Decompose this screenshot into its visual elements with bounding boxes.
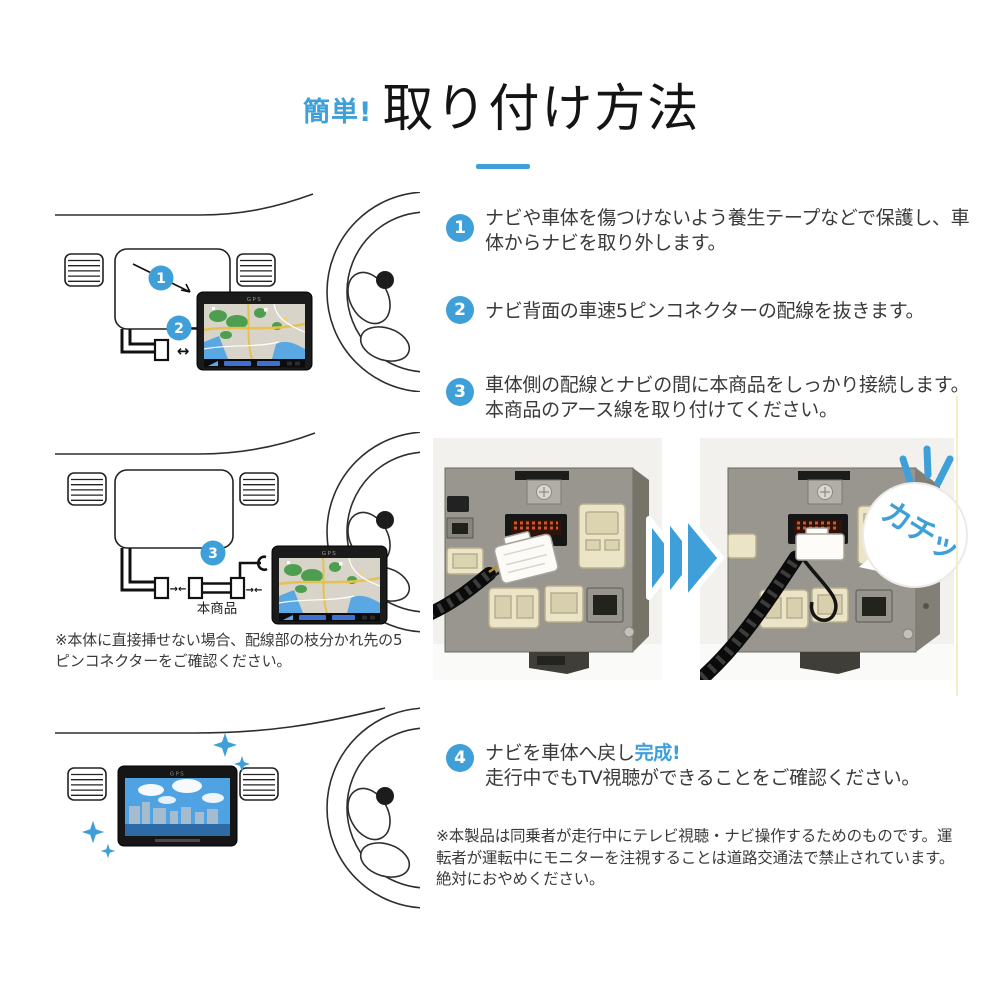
click-sound-bubble: カチッ <box>859 445 968 588</box>
progress-chevrons-icon <box>646 512 724 604</box>
white-plug <box>493 530 559 584</box>
left-vent <box>67 767 107 801</box>
tv-screen <box>125 778 230 836</box>
step-4-text: ナビを車体へ戻し完成!走行中でもTV視聴ができることをご確認ください。 <box>485 741 985 790</box>
cable-and-plug <box>433 530 559 620</box>
illus-badge-1: 1 <box>148 265 174 291</box>
right-vent <box>236 253 276 287</box>
dashboard-curve <box>55 707 386 734</box>
harness-wires <box>120 329 155 354</box>
title-main: 取り付け方法 <box>382 80 701 139</box>
harness-connector <box>153 338 170 362</box>
step-4-line2: 走行中でもTV視聴ができることをご確認ください。 <box>485 766 921 789</box>
step-4-badge: 4 <box>446 744 474 772</box>
screw-icon <box>623 626 635 638</box>
unplug-arrow-icon: ↔ <box>177 342 190 360</box>
steering-wheel <box>326 192 420 392</box>
step-4-highlight: 完成! <box>634 742 681 764</box>
step-2-badge: 2 <box>446 296 474 324</box>
dashboard-curve <box>55 432 316 455</box>
title-tagline: 簡単! <box>303 97 373 129</box>
ground-hook-icon <box>256 555 268 571</box>
product-label: 本商品 <box>197 601 238 617</box>
illus-badge-3: 3 <box>200 540 226 566</box>
branch-connector-note: ※本体に直接挿せない場合、配線部の枝分かれ先の5ピンコネクターをご確認ください。 <box>55 631 403 670</box>
sparkle <box>100 843 116 859</box>
tv-device: GPS <box>117 765 238 847</box>
city-skyline <box>129 802 218 824</box>
step-2-text: ナビ背面の車速5ピンコネクターの配線を抜きます。 <box>485 300 925 322</box>
harness-connector <box>153 576 170 600</box>
illus-badge-2: 2 <box>166 315 192 341</box>
right-vent <box>239 472 279 506</box>
page-title: 簡単! 取り付け方法 <box>303 80 701 139</box>
step-1-badge: 1 <box>446 214 474 242</box>
steering-wheel <box>326 707 420 909</box>
connect-arrows-icon: →← <box>246 585 263 596</box>
left-vent <box>67 472 107 506</box>
legal-note: ※本製品は同乗者が走行中にテレビ視聴・ナビ操作するためのものです。運転者が運転中… <box>436 827 955 888</box>
svg-text:3: 3 <box>208 546 218 562</box>
step-3-text: 車体側の配線とナビの間に本商品をしっかり接続します。本商品のアース線を取り付けて… <box>485 374 970 421</box>
sparkle <box>81 820 105 844</box>
left-vent <box>64 253 104 287</box>
screw-icon <box>902 628 914 640</box>
sparkle <box>213 733 237 757</box>
svg-text:2: 2 <box>174 321 184 337</box>
right-vent <box>239 767 279 801</box>
illustration-connect-product: →← →← 本商品 3 <box>55 432 420 633</box>
step-1-text: ナビや車体を傷つけないよう養生テープなどで保護し、車体からナビを取り外します。 <box>485 207 970 254</box>
nav-device <box>197 292 312 370</box>
illustration-remove-nav: ↔ 1 2 <box>55 192 420 392</box>
harness-wires <box>120 548 155 592</box>
step-3-badge: 3 <box>446 378 474 406</box>
page-edge-line <box>956 396 958 696</box>
emphasis-lines-icon <box>899 445 954 487</box>
product-assembly <box>187 555 268 600</box>
svg-text:1: 1 <box>156 271 166 287</box>
connect-arrows-icon: →← <box>170 584 187 595</box>
illustration-finished: GPS <box>55 707 420 909</box>
nav-slot <box>114 469 234 549</box>
dashboard-curve <box>55 193 314 216</box>
title-underline <box>476 164 530 169</box>
cream-sockets <box>446 503 626 629</box>
nav-device <box>272 546 387 624</box>
photo-unplugged-connector <box>433 438 662 680</box>
step-4-text-before: ナビを車体へ戻し <box>485 742 635 764</box>
white-plug-inserted <box>795 533 845 561</box>
device-brand-label: GPS <box>170 772 186 778</box>
cable-plugged-in <box>700 527 845 680</box>
